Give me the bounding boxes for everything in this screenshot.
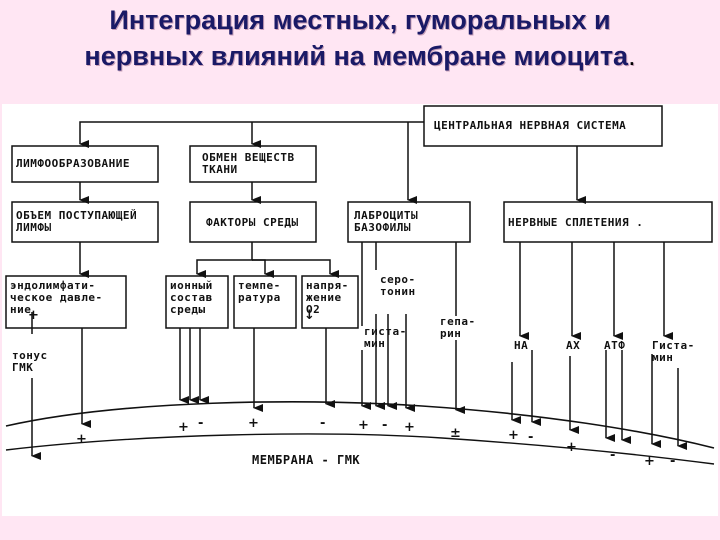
metab-label: ОБМЕН ВЕЩЕСТВ ТКАНИ (202, 151, 295, 176)
sign-5: - (320, 416, 326, 431)
cns-label: ЦЕНТРАЛЬНАЯ НЕРВНАЯ СИСТЕМА (434, 119, 627, 132)
sign-1: + (76, 432, 87, 447)
plexus-box (503, 201, 713, 243)
sign-10: + (508, 428, 519, 443)
tension-down-sign: ↓ (304, 308, 315, 323)
sign-7: - (382, 418, 388, 433)
sign-14: + (644, 454, 655, 469)
endolymph-box (5, 275, 127, 329)
sign-9: ± (450, 426, 461, 441)
membrane-label: МЕМБРАНА - ГМК (252, 453, 361, 467)
tension-label: напря- жение O2 (306, 279, 349, 316)
ach-label: АХ (566, 339, 581, 352)
tonus-label: тонус ГМК (12, 349, 48, 374)
sign-2: + (178, 420, 189, 435)
plexus-label: НЕРВНЫЕ СПЛЕТЕНИЯ . (508, 216, 644, 229)
serotonin-label: серо- тонин (380, 273, 416, 298)
sign-13: - (610, 448, 616, 463)
sign-4: + (248, 416, 259, 431)
sign-3: - (198, 416, 204, 431)
cns-box (423, 105, 663, 147)
atp-label: АТФ (604, 339, 626, 352)
page-title: Интеграция местных, гуморальных и нервны… (0, 2, 720, 74)
endolymph-plus-sign: + (28, 308, 39, 323)
lymph-label: ЛИМФООБРАЗОВАНИЕ (16, 157, 130, 170)
sign-8: + (404, 420, 415, 435)
title-line-2: нервных влияний на мембране миоцита. (0, 38, 720, 74)
title-period: . (628, 41, 636, 71)
sign-11: - (528, 430, 534, 445)
lymph-vol-label: ОБЪЕМ ПОСТУПАЮЩЕЙ ЛИМФЫ (16, 209, 138, 234)
histamine-label: гиста- мин (364, 325, 407, 350)
diagram-panel: ЦЕНТРАЛЬНАЯ НЕРВНАЯ СИСТЕМА ЛИМФООБРАЗОВ… (2, 104, 718, 516)
labrocyte-label: ЛАБРОЦИТЫ БАЗОФИЛЫ (354, 209, 419, 234)
title-line-2-text: нервных влияний на мембране миоцита (84, 41, 629, 71)
ionic-label: ионный состав среды (170, 279, 213, 316)
na-label: НА (514, 339, 529, 352)
histamine2-label: Гиста- мин (652, 339, 695, 364)
sign-15: - (670, 454, 676, 469)
heparin-label: гепа- рин (440, 315, 476, 340)
title-line-1: Интеграция местных, гуморальных и (109, 5, 611, 35)
temp-label: темпе- ратура (238, 279, 281, 304)
sign-12: + (566, 440, 577, 455)
diagram-lines (5, 105, 715, 465)
env-label: ФАКТОРЫ СРЕДЫ (206, 216, 299, 229)
sign-6: + (358, 418, 369, 433)
endolymph-label: эндолимфати- ческое давле- ние (10, 279, 103, 316)
